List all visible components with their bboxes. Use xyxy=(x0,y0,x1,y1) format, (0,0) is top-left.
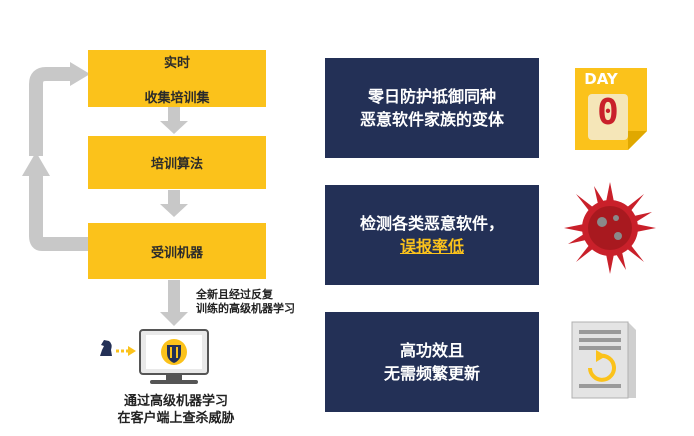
benefit-efficiency-box: 高功效且 无需频繁更新 xyxy=(325,312,539,412)
client-label-line1: 通过高级机器学习 xyxy=(123,394,228,409)
down-arrow-2-shaft xyxy=(168,190,180,206)
benefit-detection-box: 检测各类恶意软件， 误报率低 xyxy=(325,185,539,285)
trained-machine-label: 受训机器 xyxy=(150,245,203,261)
virus-icon xyxy=(564,182,656,274)
benefit-detection-line1: 检测各类恶意软件， xyxy=(359,214,504,233)
day-zero-calendar-icon xyxy=(575,68,647,150)
collect-training-set-line2: 收集培训集 xyxy=(144,90,210,106)
client-label: 通过高级机器学习 在客户端上查杀威胁 xyxy=(96,393,256,427)
chess-knight-icon xyxy=(100,340,112,356)
model-note-line1: 全新且经过反复 xyxy=(196,288,273,301)
train-algorithm-label: 培训算法 xyxy=(150,157,203,172)
train-algorithm-box: 培训算法 xyxy=(88,136,266,189)
benefit-zero-day-box: 零日防护抵御同种 恶意软件家族的变体 xyxy=(325,58,539,158)
benefit-efficiency-line1: 高功效且 xyxy=(399,341,464,360)
day-number: 0 xyxy=(597,92,619,133)
down-arrow-1-head xyxy=(160,121,188,134)
feedback-loop-arrow-head xyxy=(22,152,50,176)
model-note: 全新且经过反复 训练的高级机器学习 xyxy=(196,288,295,316)
benefit-zero-day-line1: 零日防护抵御同种 xyxy=(367,87,496,106)
dashed-arrow-head xyxy=(128,346,136,356)
day-label: DAY xyxy=(584,70,618,88)
benefit-detection-line2: 误报率低 xyxy=(399,237,464,256)
feedback-loop-top xyxy=(29,67,72,156)
server-update-icon xyxy=(571,321,636,399)
collect-training-set-line1: 实时 xyxy=(163,55,190,71)
trained-machine-box: 受训机器 xyxy=(88,223,266,279)
client-label-line2: 在客户端上查杀威胁 xyxy=(117,411,235,426)
model-note-line2: 训练的高级机器学习 xyxy=(196,302,295,315)
monitor-shield-icon xyxy=(139,329,209,384)
benefit-efficiency-line2: 无需频繁更新 xyxy=(383,364,480,383)
down-arrow-2-head xyxy=(160,204,188,217)
collect-training-set-box: 实时 收集培训集 xyxy=(88,50,266,107)
feedback-loop-top-head xyxy=(70,62,90,86)
feedback-loop-arrow xyxy=(29,172,88,251)
down-arrow-1-shaft xyxy=(168,107,180,123)
benefit-zero-day-line2: 恶意软件家族的变体 xyxy=(359,110,504,129)
down-arrow-3-head xyxy=(160,312,188,326)
down-arrow-3-shaft xyxy=(168,280,180,314)
